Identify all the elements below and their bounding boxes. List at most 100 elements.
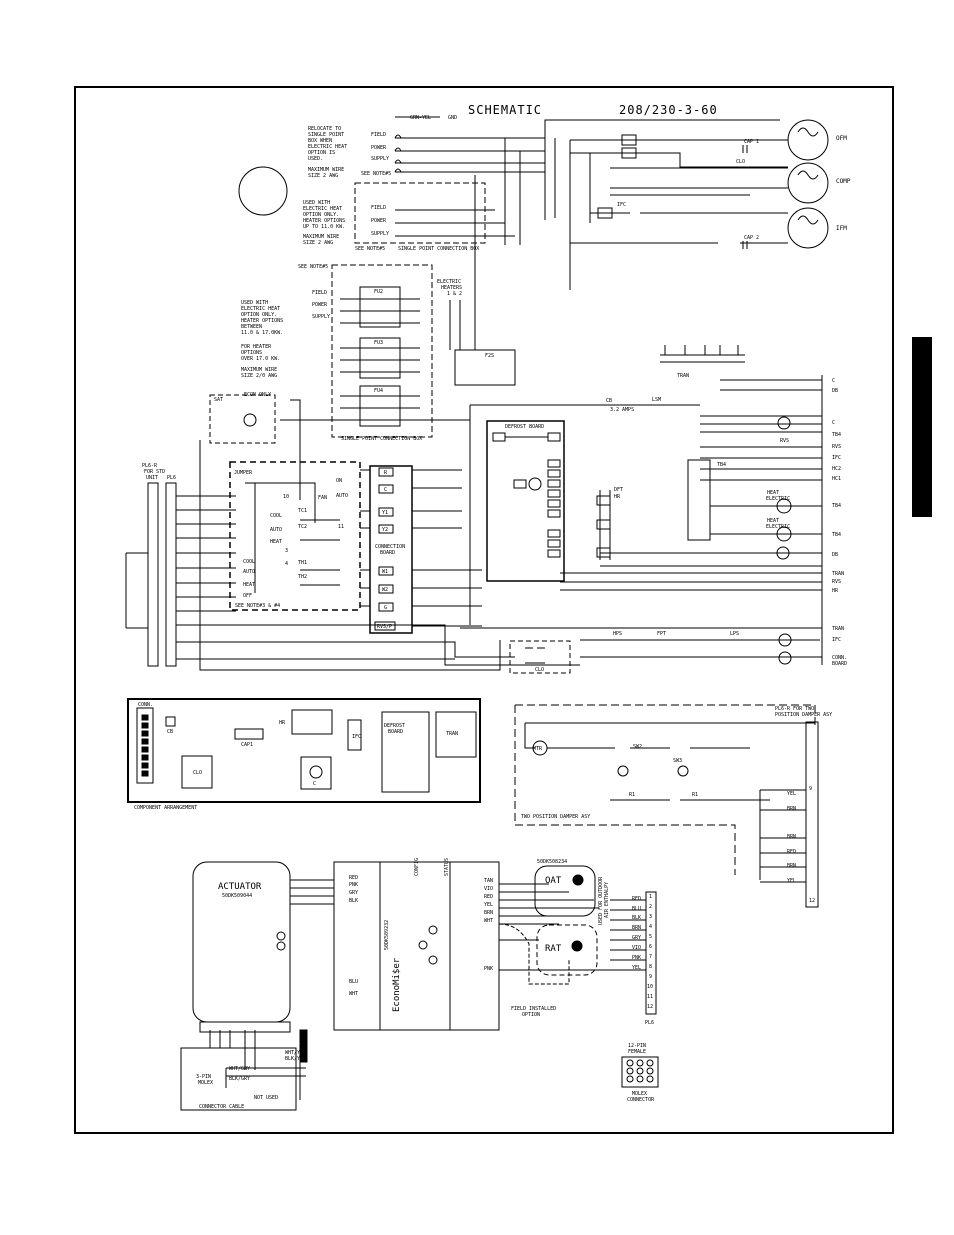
power-label: POWER — [371, 145, 387, 151]
defrost-board-pins — [547, 459, 561, 558]
max-wire-1a: MAXIMUM WIRE — [308, 167, 344, 173]
ca-hr: HR — [279, 720, 286, 726]
rt-board: BOARD — [832, 661, 847, 667]
ca-conn: CONN. — [138, 702, 153, 708]
used-with-1b: ELECTRIC HEAT — [303, 206, 342, 212]
molex-conn-2: CONNECTOR — [627, 1097, 655, 1103]
ofm-motor-icon — [787, 119, 829, 161]
comp-motor-icon — [787, 162, 829, 204]
lsm-label: LSM — [652, 397, 661, 403]
heat-label-2: HEAT — [243, 582, 255, 588]
three-pin-2: MOLEX — [198, 1080, 213, 1086]
sw3-label: SW3 — [673, 758, 682, 764]
rt-db-2: DB — [832, 552, 838, 558]
schematic-title: SCHEMATIC — [468, 103, 542, 117]
gnd-label: GND — [448, 115, 457, 121]
ert-pnk: PNK — [484, 966, 493, 972]
pl6-vio: VIO — [632, 945, 641, 951]
ca-defrost-2: BOARD — [388, 729, 403, 735]
clo-label: CLO — [736, 159, 745, 165]
pl6-pin-numbers: 1 2 3 4 5 6 7 8 9 10 11 12 — [647, 894, 653, 1010]
dc-brn: BRN — [787, 806, 796, 812]
elt-pnk: PNK — [349, 882, 358, 888]
therm-num-10: 10 — [283, 494, 289, 500]
econ-left-terms: RED PNK GRY BLK BLU WHT — [349, 875, 358, 997]
elt-gry: GRY — [349, 890, 358, 896]
see-note-5-b: SEE NOTE#5 — [298, 264, 328, 270]
comp-label: COMP — [836, 178, 851, 185]
conn-board-1: CONNECTION — [375, 544, 405, 550]
pl6-pin-5: 5 — [649, 934, 652, 940]
pl6-pin-8: 8 — [649, 964, 652, 970]
see-note-5: SEE NOTE#5 — [361, 171, 391, 177]
elt-wht: WHT — [349, 991, 358, 997]
see-note-5-box: SEE NOTE#5 — [355, 246, 385, 252]
r1-label-a: R1 — [629, 792, 635, 798]
component-arrangement: COMPONENT ARRANGEMENT CONN. CB CAP1 CLO … — [127, 698, 481, 811]
pin-r: R — [384, 470, 388, 476]
power-supply-section: RELOCATE TO SINGLE POINT BOX WHEN ELECTR… — [238, 115, 780, 442]
auto-label-3: AUTO — [243, 569, 255, 575]
damper-wire-colors: YEL BRN BRN RED BRN YEL — [787, 791, 796, 884]
pl6-pin-6: 6 — [649, 944, 652, 950]
economizer-section: ACTUATOR 50DK509044 EconoMi$er 50DK50923… — [180, 858, 659, 1111]
max-wire-2b: SIZE 2 AWG — [303, 240, 333, 246]
dp-12: 12 — [809, 898, 815, 904]
actuator-label: ACTUATOR — [218, 882, 262, 892]
molex-pins — [626, 1059, 654, 1083]
blk-yel-label: BLK/YEL — [285, 1056, 306, 1062]
clo-bottom-label: CLO — [535, 667, 544, 673]
ert-yel: YEL — [484, 902, 493, 908]
rt-tb4-3: TB4 — [832, 532, 841, 538]
relocate-note-1: RELOCATE TO — [308, 126, 341, 132]
elt-blu: BLU — [349, 979, 358, 985]
defrost-board-label: DEFROST BOARD — [505, 424, 544, 430]
heat-electric-2a: HEAT — [767, 518, 779, 524]
max-wire-3b: SIZE 2/0 AWG — [241, 373, 277, 379]
used-with-1c: OPTION ONLY. — [303, 212, 339, 218]
ifm-motor-icon — [787, 207, 829, 249]
rt-tb4: TB4 — [832, 432, 841, 438]
pl6-pin-11: 11 — [647, 994, 653, 1000]
ca-defrost-1: DEFROST — [384, 723, 405, 729]
field-label-3: FIELD — [312, 290, 327, 296]
see-note-3-4: SEE NOTE#3 & #4 — [235, 603, 280, 609]
damper-label: TWO POSITION DAMPER ASY — [521, 814, 590, 820]
gnd-wire-label: GRN-YEL — [410, 115, 431, 121]
ifc-label: IFC — [617, 202, 626, 208]
pin-y2: Y2 — [382, 527, 388, 533]
field-label: FIELD — [371, 132, 386, 138]
on-label: ON — [336, 478, 342, 484]
supply-label-2: SUPPLY — [371, 231, 389, 237]
pl6-pin-2: 2 — [649, 904, 652, 910]
pin-g: G — [384, 605, 387, 611]
sat-label: SAT — [214, 397, 223, 403]
used-with-1d: HEATER OPTIONS — [303, 218, 345, 224]
schematic-frame — [74, 86, 894, 1134]
pin-rvs: RVS/P — [377, 624, 392, 630]
used-with-2b: ELECTRIC HEAT — [241, 306, 280, 312]
pin-w1: W1 — [382, 569, 388, 575]
control-section: SAT ECON ONLY PL6-R FOR STD UNIT PL6 JUM… — [125, 375, 847, 674]
oat-sensor-part: 50DK508234 — [537, 859, 567, 865]
tran-label: TRAN — [677, 373, 689, 379]
fu3-label: FU3 — [374, 340, 383, 346]
for-heater-c: OVER 17.0 KW. — [241, 356, 280, 362]
actuator-part: 50DK509044 — [222, 893, 252, 899]
ca-tran: TRAN — [446, 731, 458, 737]
therm-num-4: 4 — [285, 561, 288, 567]
pl6-blu: BLU — [632, 906, 641, 912]
pl6-label: PL6 — [167, 475, 176, 481]
cb-amps: 3.2 AMPS — [610, 407, 634, 413]
cap2-label: CAP 2 — [744, 235, 759, 241]
supply-label-3: SUPPLY — [312, 314, 330, 320]
max-wire-2a: MAXIMUM WIRE — [303, 234, 339, 240]
econ-right-terms: TAN VIO RED YEL BRN WHT PNK — [484, 878, 493, 972]
heat-electric-1a: HEAT — [767, 490, 779, 496]
pl6r-std-1: PL6-R — [142, 463, 158, 469]
elt-blk: BLK — [349, 898, 358, 904]
cap1-label: CAP 1 — [744, 139, 759, 145]
damper-pl6r-2: POSITION DAMPER ASY — [775, 712, 832, 718]
rt-rvs: RVS — [832, 444, 841, 450]
